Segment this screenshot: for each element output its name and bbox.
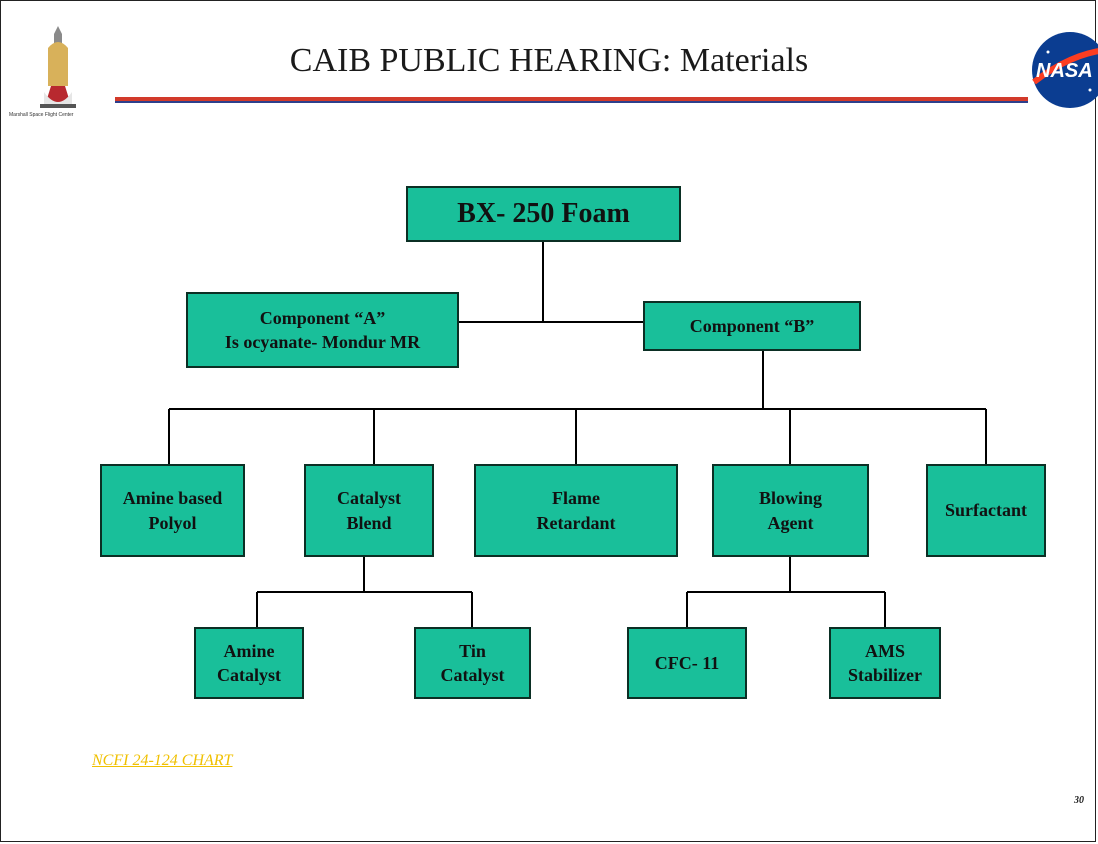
slide-title: CAIB PUBLIC HEARING: Materials [289,42,809,79]
shuttle-logo [40,26,76,108]
node-amine-catalyst: Amine Catalyst [194,627,304,699]
node-cfc-11: CFC- 11 [627,627,747,699]
node-amine-based-polyol: Amine based Polyol [100,464,245,557]
ncfi-chart-link[interactable]: NCFI 24-124 CHART [92,752,233,769]
header-rule-red [115,97,1028,101]
node-tin-catalyst: Tin Catalyst [414,627,531,699]
page-number: 30 [1074,795,1084,806]
node-component-b: Component “B” [643,301,861,351]
logo-caption: Marshall Space Flight Center [9,112,74,118]
node-catalyst-blend: Catalyst Blend [304,464,434,557]
nasa-logo-text: NASA [1036,60,1093,82]
header-rule-blue [115,101,1028,103]
node-surfactant: Surfactant [926,464,1046,557]
nasa-logo: NASA [1032,32,1098,108]
node-component-a: Component “A” Is ocyanate- Mondur MR [186,292,459,368]
node-blowing-agent: Blowing Agent [712,464,869,557]
node-bx-250-foam: BX- 250 Foam [406,186,681,242]
node-flame-retardant: Flame Retardant [474,464,678,557]
node-ams-stabilizer: AMS Stabilizer [829,627,941,699]
